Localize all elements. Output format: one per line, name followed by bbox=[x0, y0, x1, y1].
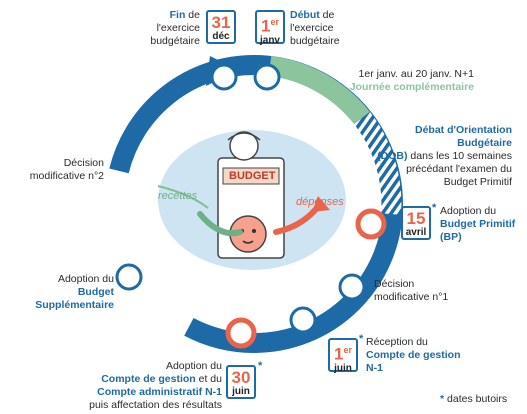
deadline-star: * bbox=[432, 202, 437, 214]
budget-sign: BUDGET bbox=[229, 170, 276, 182]
milestone-bp bbox=[355, 208, 387, 240]
calendar-1er-juin: 1er juin bbox=[328, 338, 358, 374]
calendar-1er-janv: 1er janv bbox=[255, 10, 285, 46]
budget-primitif-label: Adoption du Budget Primitif (BP) bbox=[440, 205, 516, 243]
milestone-fin bbox=[210, 63, 238, 91]
calendar-31-dec: 31 déc bbox=[206, 10, 236, 44]
compte-administratif-label: Adoption du Compte de gestion et du Comp… bbox=[89, 360, 222, 411]
fin-exercice-label: Fin de l'exercice budgétaire bbox=[150, 9, 200, 47]
milestone-cg bbox=[289, 306, 317, 334]
budget-supplementaire-label: Adoption du Budget Supplémentaire bbox=[35, 273, 114, 311]
calendar-15-avril: 15 avril bbox=[401, 206, 431, 240]
journee-complementaire-label: 1er janv. au 20 janv. N+1 Journée complé… bbox=[349, 68, 474, 93]
milestone-bs bbox=[115, 263, 143, 291]
dm2-label: Décision modificative n°2 bbox=[29, 157, 104, 182]
recettes-arrow bbox=[197, 211, 243, 237]
compte-gestion-label: Réception du Compte de gestion N-1 bbox=[366, 336, 461, 374]
debut-exercice-label: Début de l'exercice budgétaire bbox=[290, 9, 340, 47]
calendar-30-juin: 30 juin bbox=[226, 365, 256, 399]
milestone-debut bbox=[253, 63, 281, 91]
dob-label: Débat d'Orientation Budgétaire (DOB) dan… bbox=[377, 124, 512, 188]
footnote: * dates butoirs bbox=[440, 393, 508, 405]
deadline-star: * bbox=[359, 333, 364, 345]
recettes-label: recettes bbox=[158, 190, 198, 202]
depenses-label: dépenses bbox=[296, 196, 344, 208]
dm1-label: Décision modificative n°1 bbox=[374, 278, 449, 303]
milestone-ca bbox=[225, 317, 257, 349]
dob-striped-arc bbox=[353, 111, 402, 215]
budget-illustration bbox=[157, 131, 330, 259]
deadline-star: * bbox=[258, 360, 263, 372]
milestone-dm1 bbox=[338, 273, 366, 301]
complementary-day-arc bbox=[268, 56, 370, 125]
